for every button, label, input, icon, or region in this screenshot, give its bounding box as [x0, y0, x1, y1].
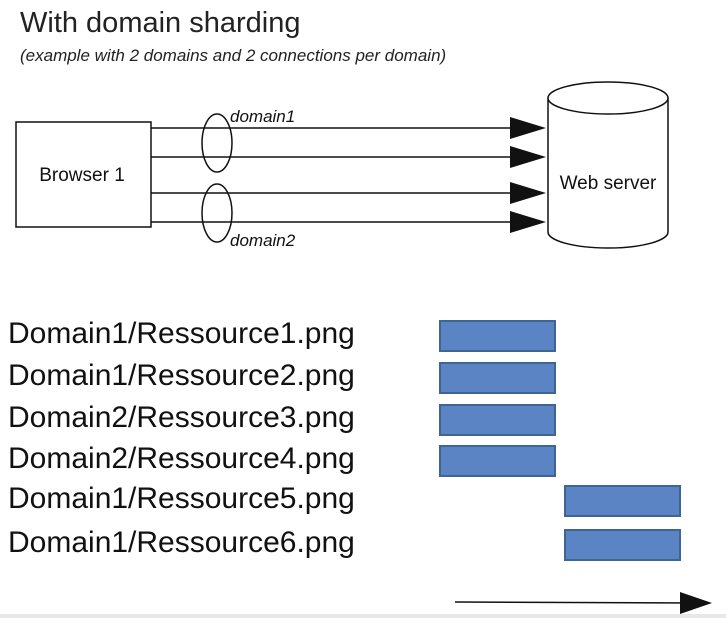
arrow-head-icon-3	[510, 182, 546, 204]
resource-timing-bar	[439, 362, 556, 394]
time-arrow-line	[454, 601, 697, 604]
resource-timing-bar	[439, 320, 556, 352]
browser-label: Browser 1	[39, 165, 125, 186]
resource-label: Domain1/Ressource2.png	[8, 359, 355, 392]
page-subtitle: (example with 2 domains and 2 connection…	[20, 46, 447, 65]
server-database-icon	[547, 81, 669, 249]
domain2-label: domain2	[230, 231, 296, 250]
resource-label: Domain2/Ressource3.png	[8, 401, 355, 434]
time-arrow-head-icon	[680, 592, 712, 614]
arrow-head-icon-2	[510, 146, 546, 168]
domain2-group-ellipse	[201, 183, 233, 243]
domain1-label: domain1	[230, 107, 295, 126]
page-title: With domain sharding	[20, 7, 301, 39]
arrow-head-icon-4	[510, 211, 546, 233]
resource-label: Domain1/Ressource5.png	[8, 482, 355, 515]
resource-label: Domain1/Ressource6.png	[8, 526, 355, 559]
resource-timing-bar	[439, 404, 556, 436]
resource-timing-bar	[564, 529, 681, 561]
domain1-group-ellipse	[201, 113, 233, 173]
browser-box	[15, 121, 152, 228]
server-label: Web server	[560, 173, 657, 194]
arrow-head-icon-1	[510, 117, 546, 139]
resource-timing-bar	[564, 485, 681, 517]
resource-timing-bar	[439, 445, 556, 477]
resource-label: Domain2/Ressource4.png	[8, 442, 355, 475]
resource-label: Domain1/Ressource1.png	[8, 317, 355, 350]
footer-divider	[0, 614, 726, 618]
connection-lines	[151, 117, 546, 233]
